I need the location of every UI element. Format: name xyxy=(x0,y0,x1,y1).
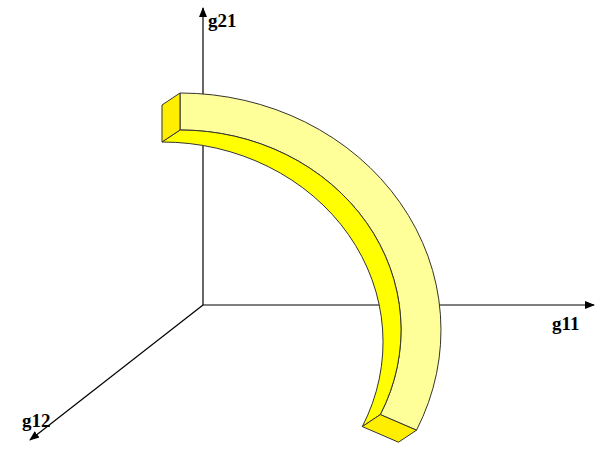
band-end-face xyxy=(362,415,416,443)
axis-label: g12 xyxy=(22,410,51,432)
axis-label: g21 xyxy=(208,10,237,32)
depth-axis xyxy=(30,305,203,440)
axis-label: g11 xyxy=(552,313,579,335)
band-end-face xyxy=(162,93,180,142)
band-side-face xyxy=(162,130,401,427)
vertical-axis xyxy=(202,8,203,305)
